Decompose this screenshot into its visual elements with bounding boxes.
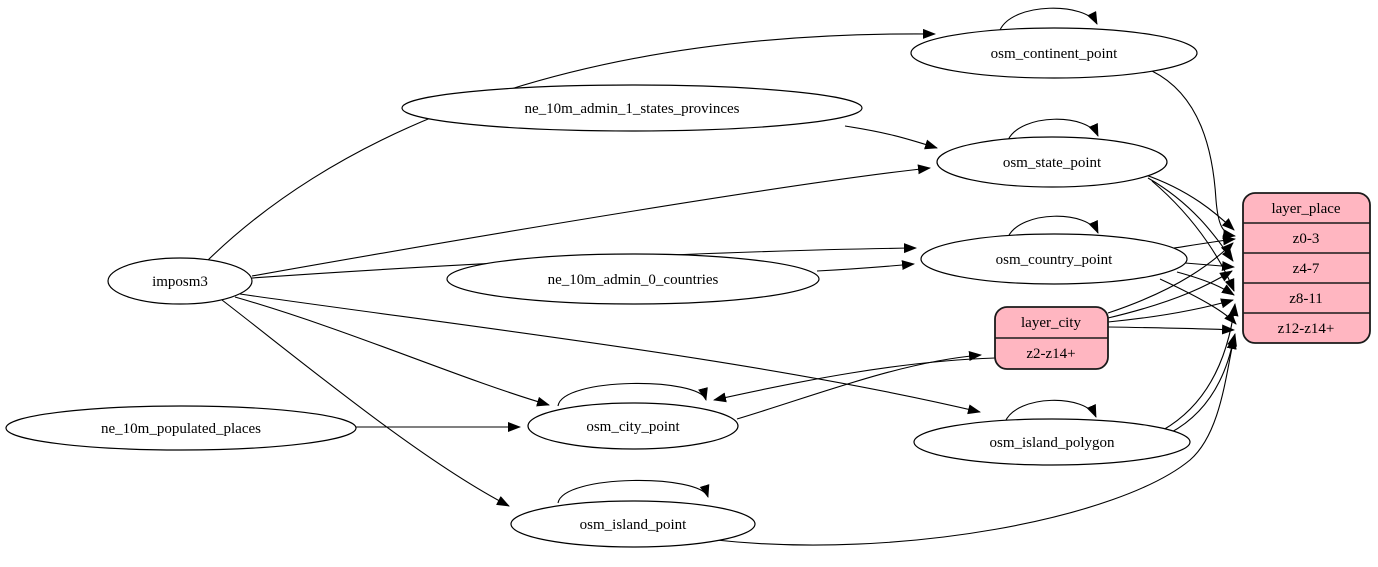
edge-osm_country_point-to-z8-11 (1176, 271, 1235, 296)
edge-osm_island_polygon-to-z8-11 (1162, 303, 1239, 431)
edge-imposm3-to-osm_island_polygon (239, 293, 981, 415)
edge-layer_city-to-z0-3 (1107, 242, 1234, 314)
layer_place-row-z12-z14: z12-z14+ (1278, 321, 1335, 337)
node-osm_country_point: osm_country_point (920, 233, 1188, 285)
ne_10m_admin_1_states_provinces-label: ne_10m_admin_1_states_provinces (525, 101, 740, 117)
edge-osm_continent_point-to-z0-3 (1151, 70, 1236, 240)
edges (205, 7, 1239, 546)
edge-layer_city-to-z4-7 (1107, 270, 1233, 319)
ne_10m_admin_1_states_provinces-shape (401, 84, 863, 132)
selfloop-osm_continent_point (999, 7, 1098, 31)
osm_island_point-label: osm_island_point (580, 517, 688, 533)
layer_place-row-z4-7: z4-7 (1293, 261, 1320, 277)
edge-ne_10m_admin_0_countries-to-osm_country_point (816, 260, 915, 272)
layer_place-row-z0-3: z0-3 (1293, 231, 1320, 247)
edge-osm_country_point-to-z4-7 (1184, 261, 1235, 272)
layer_city-row-z2-z14: z2-z14+ (1026, 346, 1075, 362)
edge-osm_state_point-to-z8-11 (1151, 180, 1235, 292)
edge-ne_10m_admin_1_states_provinces-to-osm_state_point (844, 125, 938, 150)
node-ne_10m_populated_places: ne_10m_populated_places (5, 405, 357, 451)
edge-layer_city-to-osm_city_point (713, 357, 996, 403)
node-osm_island_point: osm_island_point (510, 500, 756, 548)
node-osm_island_polygon: osm_island_polygon (913, 418, 1191, 466)
osm_continent_point-label: osm_continent_point (991, 46, 1118, 62)
osm_island_polygon-shape (913, 418, 1191, 466)
node-layer_city: layer_city z2-z14+ (994, 306, 1109, 370)
node-osm_city_point: osm_city_point (527, 402, 739, 450)
node-osm_state_point: osm_state_point (936, 136, 1168, 188)
node-ne_10m_admin_1_states_provinces: ne_10m_admin_1_states_provinces (401, 84, 863, 132)
selfloop-osm_island_point (557, 479, 710, 504)
osm_continent_point-shape (910, 27, 1198, 79)
node-imposm3: imposm3 (107, 257, 253, 305)
node-osm_continent_point: osm_continent_point (910, 27, 1198, 79)
layer_place-title: layer_place (1271, 201, 1340, 217)
node-ne_10m_admin_0_countries: ne_10m_admin_0_countries (446, 253, 820, 305)
selfloop-osm_island_polygon (1004, 399, 1097, 423)
edge-osm_island_point-to-z12-z14 (715, 333, 1237, 546)
ne_10m_admin_0_countries-shape (446, 253, 820, 305)
selfloop-osm_state_point (1007, 118, 1099, 141)
edge-imposm3-to-osm_island_point (221, 299, 510, 507)
osm_city_point-shape (527, 402, 739, 450)
osm_state_point-shape (936, 136, 1168, 188)
selfloop-osm_city_point (557, 382, 708, 407)
osm_country_point-label: osm_country_point (996, 252, 1113, 268)
osm_island_point-shape (510, 500, 756, 548)
edge-osm_city_point-to-layer_city-z2 (736, 351, 982, 420)
edge-imposm3-to-osm_city_point (234, 296, 550, 407)
imposm3-label: imposm3 (152, 274, 208, 290)
selfloop-osm_country_point (1007, 215, 1099, 238)
edge-layer_city-to-z12-z14 (1107, 324, 1235, 335)
ne_10m_populated_places-label: ne_10m_populated_places (101, 421, 261, 437)
layer_place-shape (1242, 192, 1371, 344)
osm_city_point-label: osm_city_point (586, 419, 680, 435)
osm_state_point-label: osm_state_point (1003, 155, 1102, 171)
osm_island_polygon-label: osm_island_polygon (989, 435, 1115, 451)
ne_10m_populated_places-shape (5, 405, 357, 451)
imposm3-shape (107, 257, 253, 305)
edge-imposm3-to-osm_state_point (251, 164, 931, 277)
osm_country_point-shape (920, 233, 1188, 285)
layer_place-row-z8-11: z8-11 (1289, 291, 1323, 307)
edge-imposm3-to-osm_continent_point (205, 28, 936, 263)
node-layer_place: layer_place z0-3 z4-7 z8-11 z12-z14+ (1242, 192, 1371, 344)
edge-layer_city-to-z8-11 (1107, 298, 1234, 323)
edge-osm_country_point-to-z12-z14 (1159, 278, 1237, 325)
layer_city-title: layer_city (1021, 315, 1081, 331)
ne_10m_admin_0_countries-label: ne_10m_admin_0_countries (548, 272, 719, 288)
edge-osm_country_point-to-z0-3 (1167, 235, 1236, 250)
edge-osm_state_point-to-z0-3 (1142, 173, 1235, 231)
